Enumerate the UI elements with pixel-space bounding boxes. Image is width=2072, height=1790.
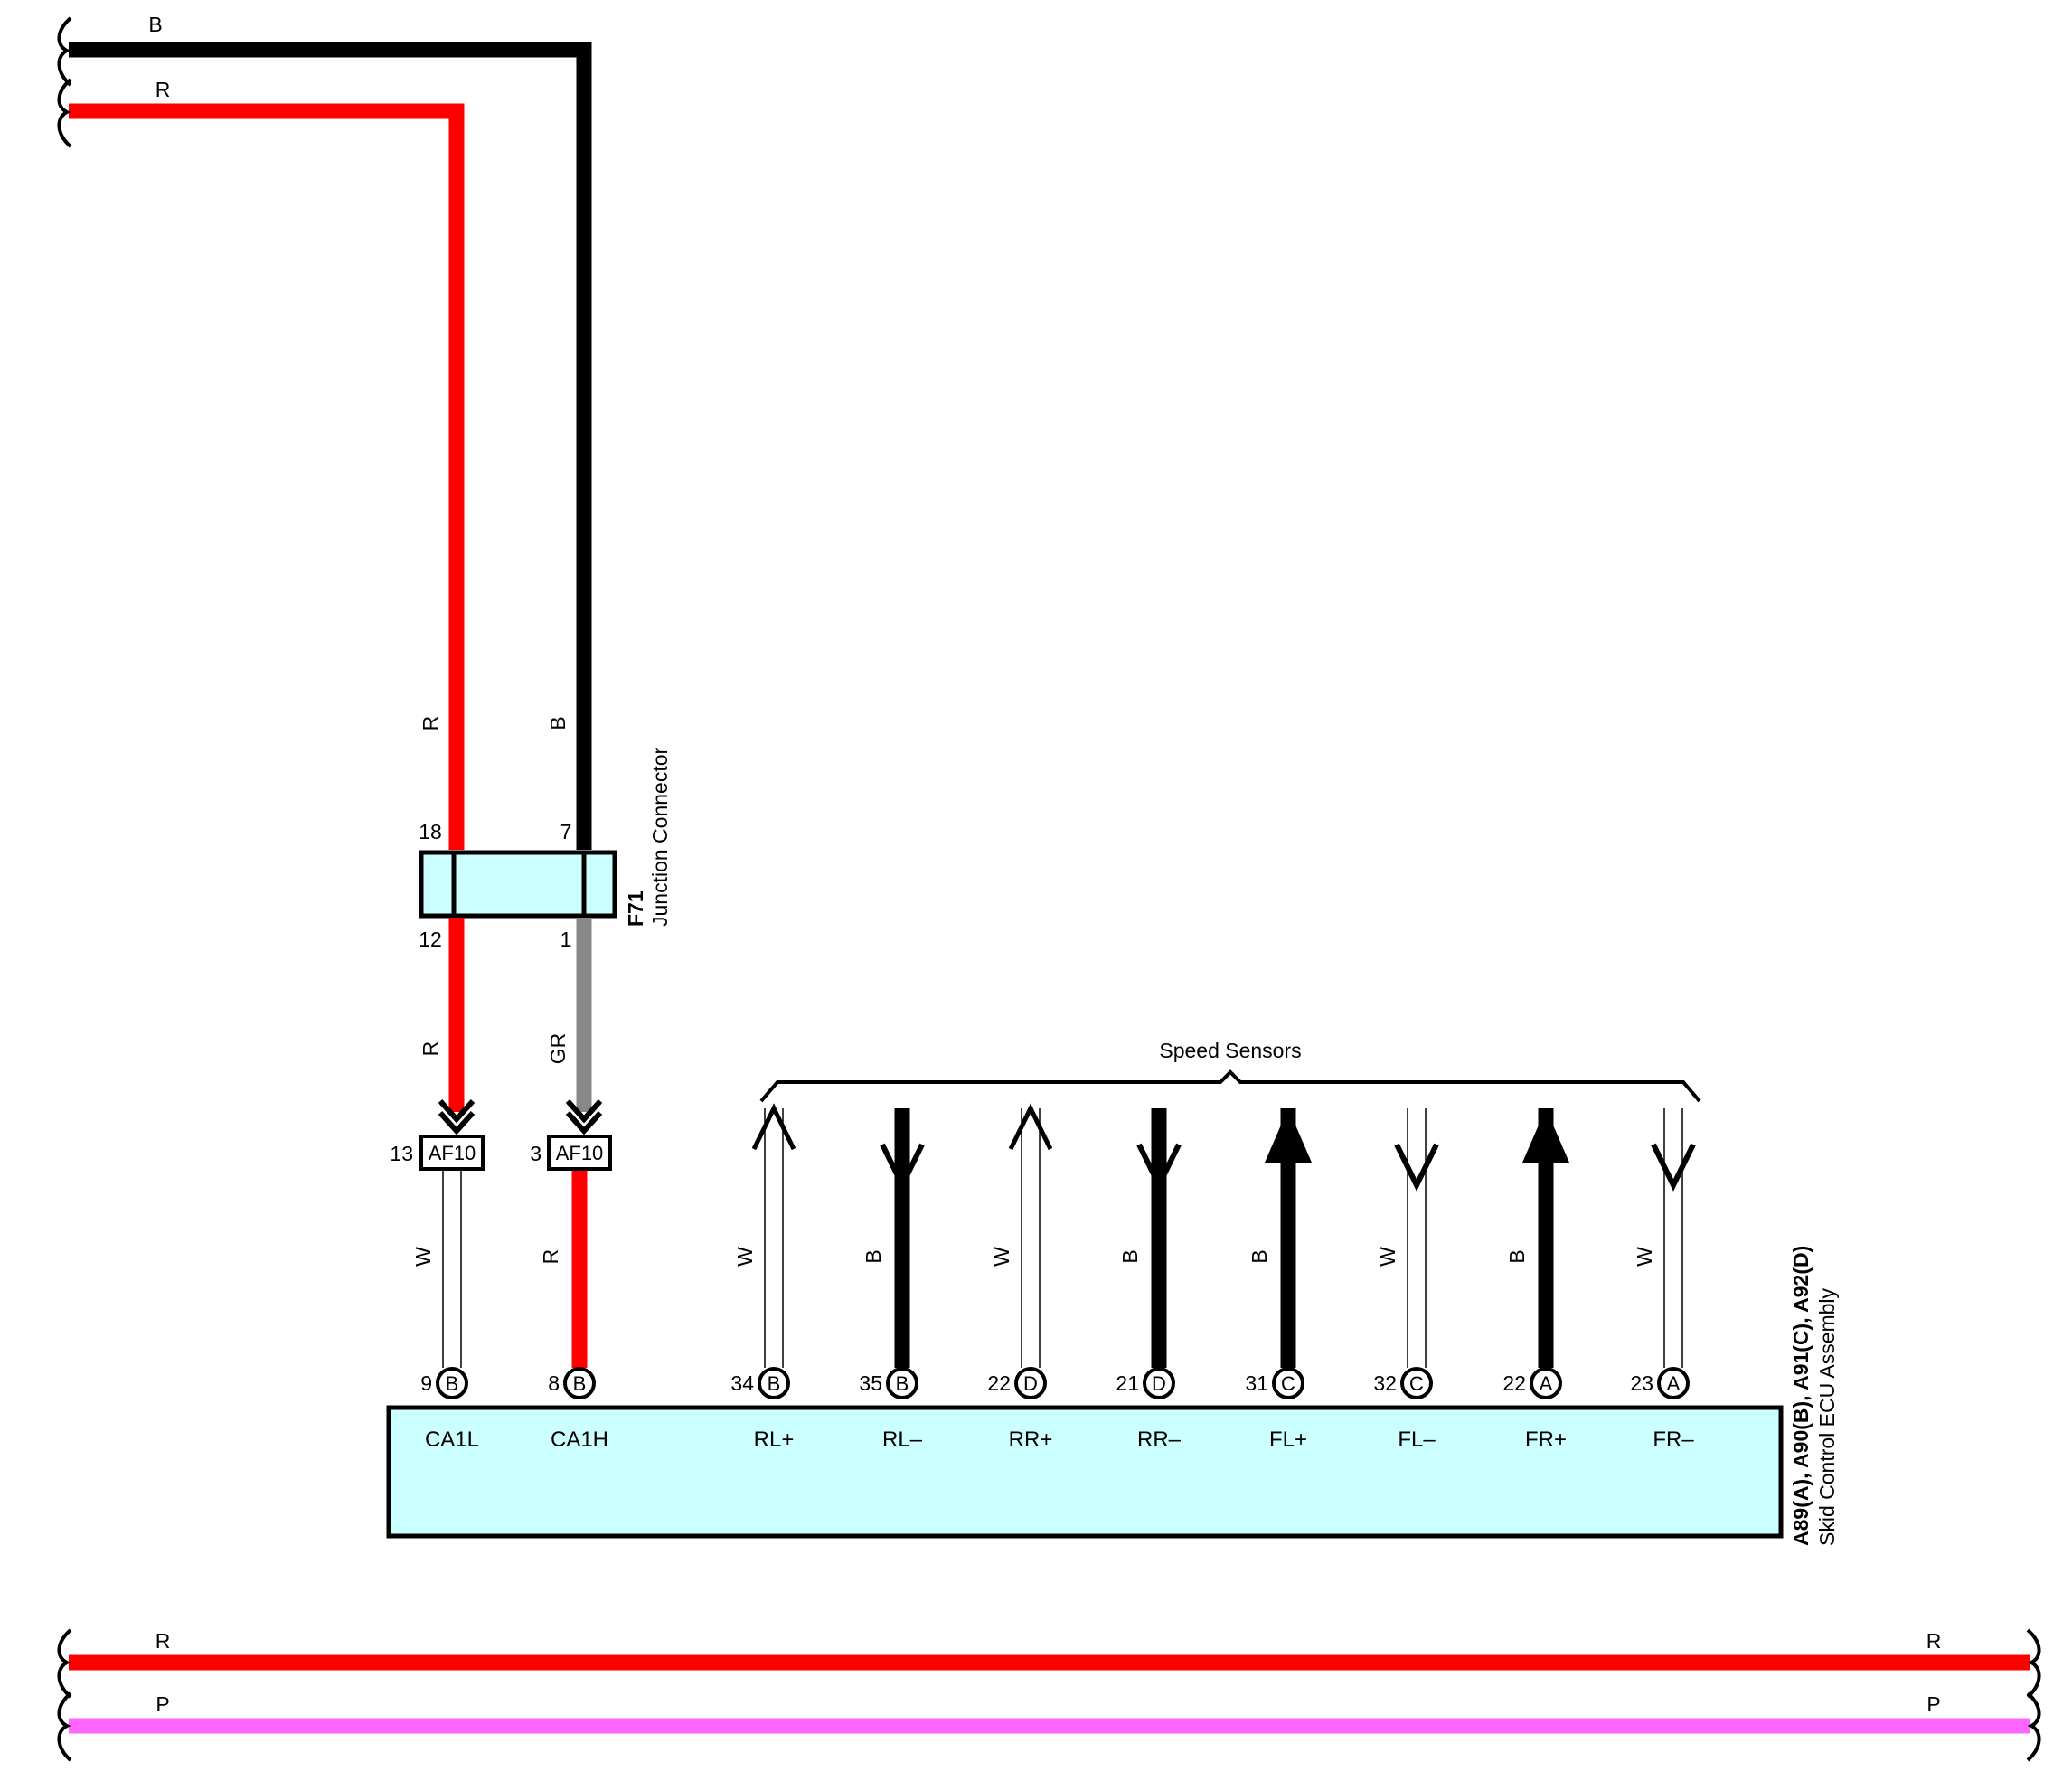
- wire-break-red-bottom-left: [57, 1628, 72, 1699]
- wire-label: W: [990, 1247, 1013, 1267]
- ecu-box: [386, 1405, 1784, 1539]
- ecu-name: Skid Control ECU Assembly: [1815, 1287, 1839, 1546]
- terminal-pin-number: 32: [1373, 1371, 1397, 1395]
- wire-label-red-top: R: [155, 78, 171, 101]
- terminal-connector-letter: D: [1023, 1372, 1038, 1395]
- af10-right-code: AF10: [556, 1142, 604, 1164]
- wire-label: B: [862, 1249, 885, 1263]
- ecu-codes: A89(A), A90(B), A91(C), A92(D): [1789, 1246, 1813, 1546]
- terminal-signal-name: FL–: [1398, 1427, 1436, 1452]
- wire-label-black-top: B: [148, 13, 162, 36]
- terminal-circle: [1272, 1367, 1304, 1399]
- arrow-up-solid: [1522, 1108, 1569, 1163]
- terminal-circle: [758, 1367, 790, 1399]
- terminal-pin-number: 22: [987, 1371, 1011, 1395]
- junction-name: Junction Connector: [648, 747, 672, 927]
- terminal-connector-letter: B: [573, 1372, 587, 1395]
- terminal-signal-name: FL+: [1269, 1427, 1307, 1452]
- terminal-connector-letter: D: [1152, 1372, 1166, 1395]
- terminal-circle: [1400, 1367, 1433, 1399]
- terminal-pin-number: 9: [420, 1371, 432, 1395]
- terminal-pin-number: 35: [859, 1371, 882, 1395]
- wire-label-pink-bottom-right: P: [1926, 1692, 1940, 1716]
- terminal-circle: [1530, 1367, 1562, 1399]
- terminal-connector-letter: A: [1667, 1372, 1681, 1395]
- af10-left-code: AF10: [429, 1142, 476, 1164]
- terminal-circle: [436, 1367, 468, 1399]
- inline-chevron-right: [565, 1098, 603, 1135]
- ecu-terminals: WB9CA1LRB8CA1HWB34RL+BB35RL–WD22RR+BD21R…: [411, 1103, 1696, 1452]
- terminal-circle: [1657, 1367, 1690, 1399]
- terminal-connector-letter: B: [896, 1372, 909, 1395]
- arrow-down-open: [880, 1143, 925, 1192]
- inline-chevron-left: [438, 1098, 476, 1135]
- wire-label-red-bottom-right: R: [1926, 1629, 1942, 1653]
- terminal-signal-name: FR+: [1525, 1427, 1567, 1452]
- wire-label: W: [1376, 1247, 1399, 1267]
- terminal-circle: [1014, 1367, 1047, 1399]
- terminal-signal-name: RL–: [882, 1427, 923, 1452]
- wire-break-pink-bottom-left: [57, 1691, 72, 1762]
- wire-label-red-lower: R: [419, 1041, 442, 1057]
- af10-left-pin: 13: [390, 1142, 413, 1165]
- terminal-signal-name: RL+: [754, 1427, 795, 1452]
- terminal-pin-number: 8: [548, 1371, 560, 1395]
- arrow-down-open: [1136, 1143, 1182, 1192]
- wire-break-red-bottom-right: [2026, 1628, 2041, 1699]
- terminal-signal-name: CA1H: [551, 1427, 608, 1452]
- terminal-circle: [563, 1367, 596, 1399]
- terminal-signal-name: RR+: [1009, 1427, 1053, 1452]
- af10-left-box: [419, 1135, 485, 1171]
- wire-label: B: [1248, 1249, 1271, 1263]
- wire-label: W: [1633, 1247, 1656, 1267]
- terminal-circle: [886, 1367, 918, 1399]
- af10-right-box: [547, 1135, 612, 1171]
- wire-break-red-top: [57, 78, 72, 148]
- wire-black-top: [69, 42, 592, 850]
- af10-right-pin: 3: [530, 1142, 542, 1165]
- wire-label-black-upper: B: [546, 716, 570, 730]
- terminal-connector-letter: C: [1281, 1372, 1295, 1395]
- wire-break-black-top: [57, 16, 72, 87]
- terminal-signal-name: RR–: [1137, 1427, 1182, 1452]
- terminal-signal-name: FR–: [1653, 1427, 1694, 1452]
- terminal-circle: [1143, 1367, 1175, 1399]
- wire-label: R: [539, 1249, 562, 1265]
- junction-pin-in-black: 7: [560, 820, 572, 843]
- terminal-connector-letter: B: [768, 1372, 781, 1395]
- terminal-pin-number: 21: [1116, 1371, 1139, 1395]
- junction-pin-out-gray: 1: [560, 928, 572, 951]
- wire-label: B: [1118, 1249, 1142, 1263]
- terminal-pin-number: 31: [1245, 1371, 1268, 1395]
- wire-label: B: [1505, 1249, 1529, 1263]
- terminal-pin-number: 34: [730, 1371, 754, 1395]
- arrow-down-open: [1394, 1143, 1439, 1192]
- terminal-connector-letter: B: [446, 1372, 459, 1395]
- wire-break-pink-bottom-right: [2026, 1691, 2041, 1762]
- arrow-down-open: [1651, 1143, 1696, 1192]
- arrow-up-open: [1008, 1103, 1053, 1151]
- arrow-up-open: [751, 1103, 796, 1151]
- wire-cap: [895, 1108, 909, 1145]
- terminal-pin-number: 23: [1630, 1371, 1653, 1395]
- wire-label: W: [733, 1247, 757, 1267]
- terminal-connector-letter: C: [1409, 1372, 1424, 1395]
- wire-label-gray-lower: GR: [546, 1033, 570, 1065]
- wire-label: W: [411, 1247, 435, 1267]
- wire-cap: [1152, 1108, 1166, 1145]
- terminal-connector-letter: A: [1540, 1372, 1553, 1395]
- wire-label-red-upper: R: [419, 716, 442, 731]
- speed-sensors-label: Speed Sensors: [1159, 1039, 1301, 1062]
- wire-red-top: [69, 103, 465, 850]
- terminal-pin-number: 22: [1502, 1371, 1526, 1395]
- wire-label-red-bottom-left: R: [155, 1629, 171, 1653]
- junction-pin-out-red: 12: [419, 928, 442, 951]
- speed-sensors-brace: [759, 1069, 1701, 1103]
- terminal-signal-name: CA1L: [425, 1427, 479, 1452]
- junction-pin-in-red: 18: [419, 820, 442, 843]
- arrow-up-solid: [1265, 1108, 1312, 1163]
- wire-label-pink-bottom-left: P: [155, 1692, 169, 1716]
- junction-code: F71: [624, 890, 647, 927]
